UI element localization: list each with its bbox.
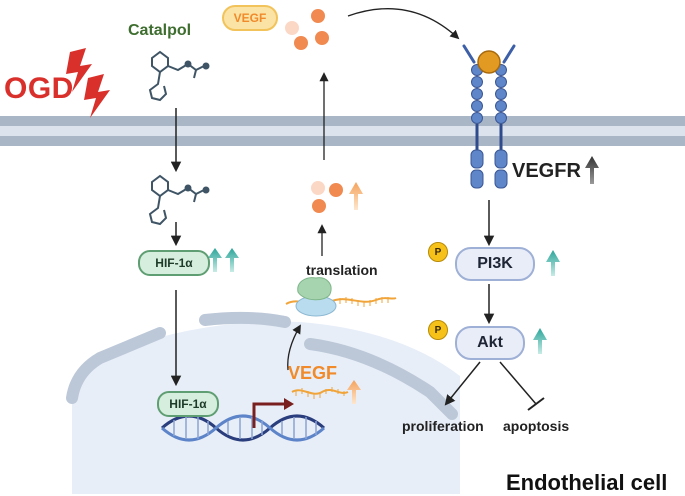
transcription-arrowhead	[284, 398, 294, 410]
akt-node: Akt	[455, 326, 525, 360]
vegf-protein-cluster-intracellular	[311, 181, 343, 213]
arrow-akt-to-proliferation	[444, 361, 481, 406]
nuclear-envelope-right	[304, 338, 458, 420]
up-arrow-icon	[208, 248, 239, 272]
inhibit-akt-to-apoptosis	[499, 361, 537, 405]
vegf-ligand-bound	[477, 50, 501, 74]
vegf-mrna-cytoplasm-ticks	[333, 297, 389, 307]
up-arrow-icon	[546, 250, 560, 276]
catalpol-molecule-icon	[148, 50, 210, 102]
lightning-bolt-icon	[66, 48, 110, 118]
inhibit-bar	[527, 397, 545, 411]
vegf-secreted-label: VEGF	[222, 5, 278, 31]
vegf-mrna-ticks	[295, 387, 345, 399]
hif-1a-cytoplasm: HIF-1α	[138, 250, 210, 276]
pi3k-node: PI3K	[455, 247, 535, 281]
nuclear-envelope-top	[199, 311, 291, 328]
plasma-membrane	[0, 116, 685, 146]
vegf-mrna-nuclear	[291, 389, 349, 395]
hif-1a-nucleus: HIF-1α	[157, 391, 219, 417]
arrow-vegf-to-receptor	[347, 8, 460, 40]
ogd-label: OGD	[4, 72, 74, 105]
up-arrow-icon	[347, 380, 361, 404]
phospho-pi3k-badge: P	[428, 242, 448, 262]
translation-label: translation	[306, 262, 378, 278]
ribosome-icon	[295, 277, 337, 317]
apoptosis-label: apoptosis	[503, 418, 570, 434]
catalpol-label: Catalpol	[128, 22, 192, 39]
up-arrow-icon	[349, 182, 363, 210]
transcription-arrow	[252, 402, 286, 428]
nuclear-envelope-left	[66, 327, 166, 404]
vegf-receptor-icon	[462, 44, 516, 189]
up-arrow-icon	[585, 156, 599, 184]
vegf-mrna-label: VEGF	[288, 363, 338, 383]
nucleus	[66, 311, 460, 494]
phospho-akt-badge: P	[428, 320, 448, 340]
endothelial-cell-label: Endothelial cell	[506, 470, 668, 495]
vegfr-label: VEGFR	[512, 160, 581, 182]
up-arrow-icon	[533, 328, 547, 354]
proliferation-label: proliferation	[402, 418, 484, 434]
vegf-protein-cluster-secreted	[285, 9, 329, 50]
arrow-mrna-export	[287, 324, 301, 371]
catalpol-molecule-icon	[148, 174, 210, 226]
